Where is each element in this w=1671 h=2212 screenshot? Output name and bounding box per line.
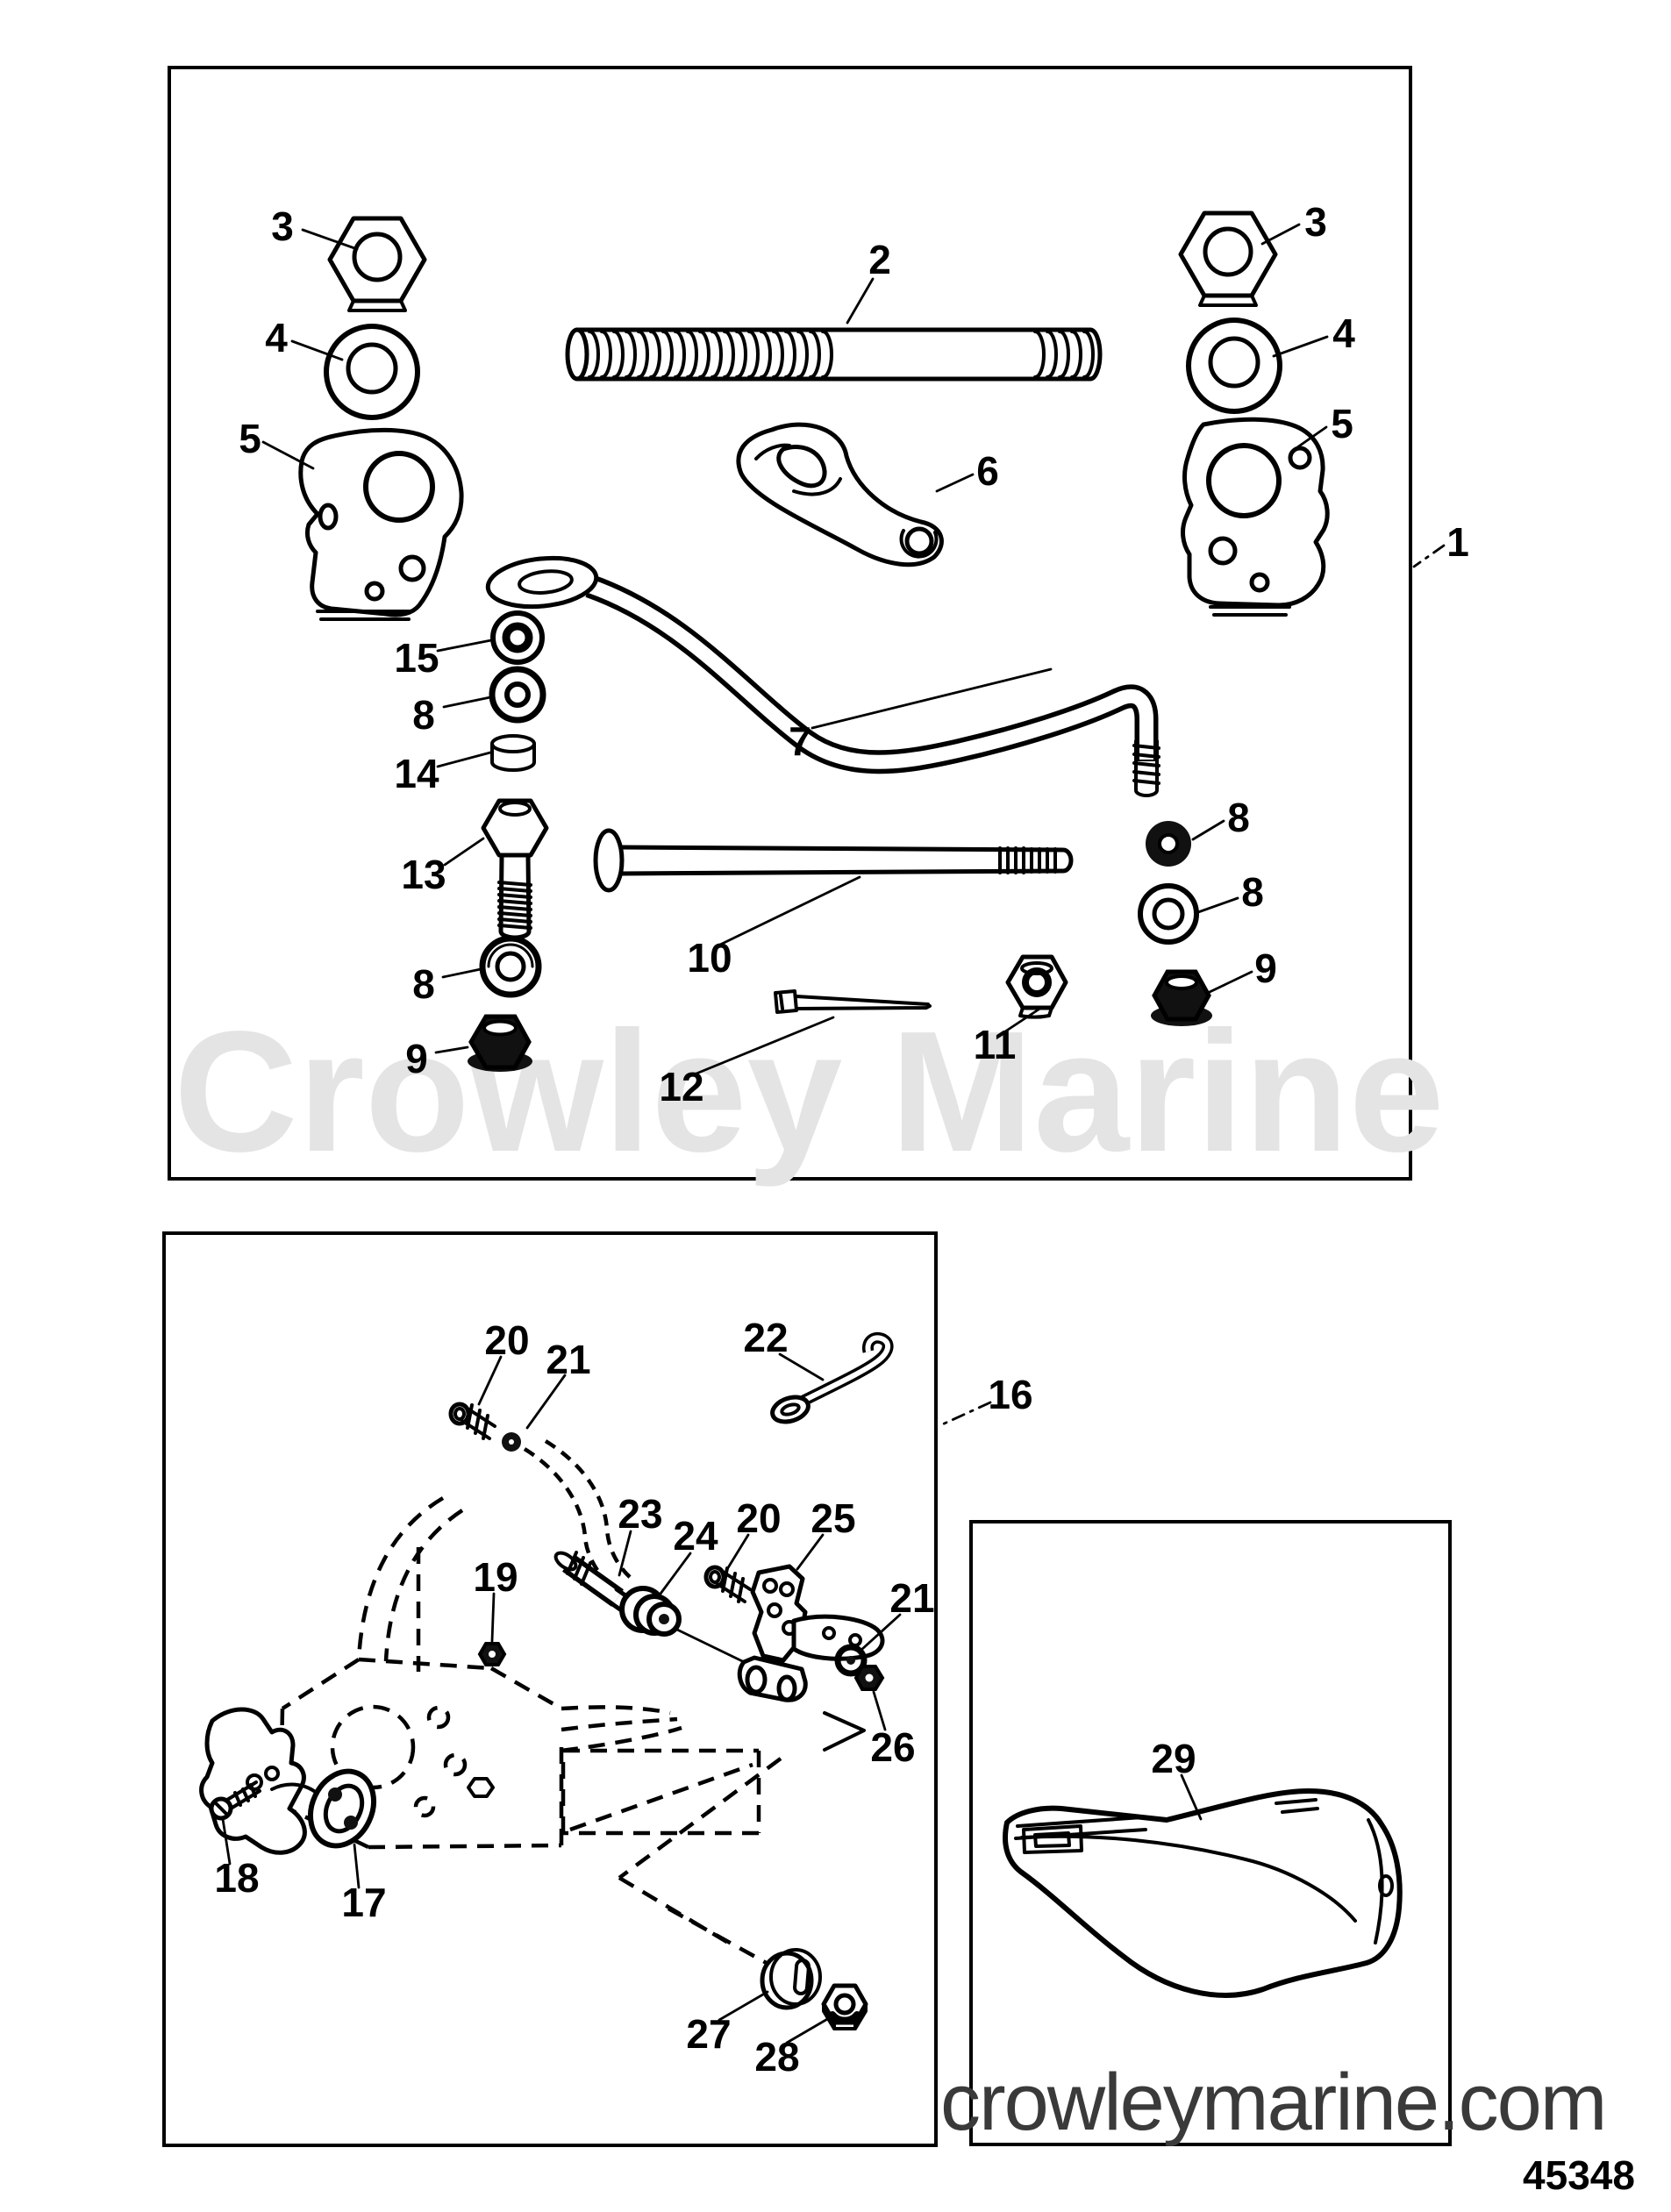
bottom-left-leader-lines — [221, 1352, 992, 2044]
callout-28: 28 — [754, 2034, 799, 2080]
washer-21-lower-drawing — [834, 1644, 868, 1677]
callout-24: 24 — [673, 1513, 718, 1559]
threaded-stud-2-drawing — [565, 327, 1103, 382]
callout-3-left: 3 — [271, 203, 294, 249]
callout-20-upper: 20 — [484, 1317, 529, 1363]
locknut-15-drawing — [490, 610, 545, 665]
callout-14: 14 — [394, 751, 439, 796]
callout-15: 15 — [394, 635, 439, 681]
callout-17: 17 — [341, 1880, 386, 1925]
callout-8-right-upper: 8 — [1227, 795, 1250, 840]
callout-22: 22 — [743, 1315, 788, 1360]
engine-block-hidden-outline — [278, 1496, 866, 1972]
hex-nut-3-right-drawing — [1178, 210, 1278, 307]
bracket-5-right-drawing — [1181, 417, 1330, 617]
bracket-5-left-drawing — [298, 427, 464, 621]
washer-4-right-drawing — [1186, 318, 1282, 414]
hex-nut-3-left-drawing — [327, 216, 427, 312]
bottom-right-panel: 29 — [969, 1520, 1452, 2146]
callout-29: 29 — [1151, 1736, 1196, 1781]
washer-8-left-lower-drawing — [479, 935, 542, 998]
footer-watermark: crowleymarine.com — [940, 2058, 1605, 2147]
washer-8-right-lower-drawing — [1138, 883, 1199, 945]
callout-4-left: 4 — [265, 315, 288, 360]
callout-10: 10 — [687, 935, 732, 981]
callout-4-right: 4 — [1332, 310, 1355, 356]
callout-2: 2 — [868, 237, 891, 282]
washer-4-left-drawing — [324, 324, 420, 420]
shift-handle-29-drawing — [1003, 1788, 1403, 1998]
bolt-13-drawing — [481, 798, 549, 940]
callout-21-lower: 21 — [889, 1575, 934, 1621]
callout-21-upper: 21 — [546, 1337, 590, 1382]
grommet-21-upper-drawing — [502, 1432, 521, 1452]
washer-8-left-upper-drawing — [489, 666, 546, 724]
bottom-left-panel-border — [162, 1231, 938, 2147]
top-panel-leader-lines — [261, 223, 1446, 1077]
washer-27-drawing — [760, 1948, 822, 2010]
spring-link-22-drawing — [770, 1331, 894, 1424]
callout-9-left: 9 — [405, 1036, 428, 1081]
nut-28-drawing — [821, 1983, 868, 2030]
callout-25: 25 — [811, 1495, 855, 1541]
pivot-rod-10-drawing — [593, 828, 1074, 893]
callout-7: 7 — [789, 718, 811, 764]
callout-8-left-upper: 8 — [412, 692, 435, 738]
callout-27: 27 — [686, 2011, 731, 2057]
bracket-17-drawing — [199, 1707, 376, 1855]
locknut-9-left-drawing — [468, 1014, 532, 1072]
callout-19: 19 — [473, 1554, 518, 1600]
grommet-24-drawing — [619, 1586, 793, 1687]
doc-number: 45348 — [1523, 2152, 1635, 2198]
locknut-9-right-drawing — [1151, 969, 1212, 1026]
hidden-shift-lever-outline — [523, 1439, 632, 1591]
callout-6: 6 — [976, 448, 999, 494]
top-panel: Crowley Marine — [168, 66, 1469, 1188]
screw-20-lower-drawing — [703, 1565, 752, 1603]
spacer-14-drawing — [490, 734, 536, 772]
plate-watermark: Crowley Marine — [174, 995, 1445, 1188]
callout-9-right: 9 — [1254, 945, 1277, 991]
callout-23: 23 — [618, 1491, 662, 1537]
bottom-left-panel: 16 17 18 19 20 20 21 21 22 23 24 25 26 2… — [162, 1231, 1033, 2147]
steering-lever-7-drawing — [485, 555, 1160, 797]
anchor-plate-6-drawing — [736, 422, 944, 567]
top-panel-border — [168, 66, 1412, 1181]
locknut-11-drawing — [1005, 954, 1068, 1019]
callout-13: 13 — [401, 852, 446, 897]
cotter-pin-12-drawing — [774, 989, 932, 1014]
washer-8-right-upper-drawing — [1146, 821, 1191, 867]
screw-20-upper-drawing — [448, 1402, 496, 1440]
callout-3-right: 3 — [1304, 199, 1327, 245]
callout-11: 11 — [974, 1022, 1017, 1067]
leader-29 — [1180, 1773, 1203, 1821]
callout-16: 16 — [988, 1372, 1032, 1417]
screw-18-drawing — [209, 1780, 261, 1821]
callout-1: 1 — [1446, 519, 1469, 565]
bottom-right-panel-border — [969, 1520, 1452, 2146]
callout-26: 26 — [870, 1724, 915, 1770]
callout-12: 12 — [659, 1064, 703, 1110]
callout-20-lower: 20 — [736, 1495, 781, 1541]
callout-8-right-lower: 8 — [1241, 869, 1264, 915]
callout-18: 18 — [214, 1855, 259, 1901]
nut-19-drawing — [477, 1642, 507, 1666]
callout-5-right: 5 — [1331, 401, 1353, 446]
callout-8-left-lower: 8 — [412, 961, 435, 1007]
nut-26-drawing — [853, 1665, 885, 1691]
callout-5-left: 5 — [239, 416, 261, 461]
